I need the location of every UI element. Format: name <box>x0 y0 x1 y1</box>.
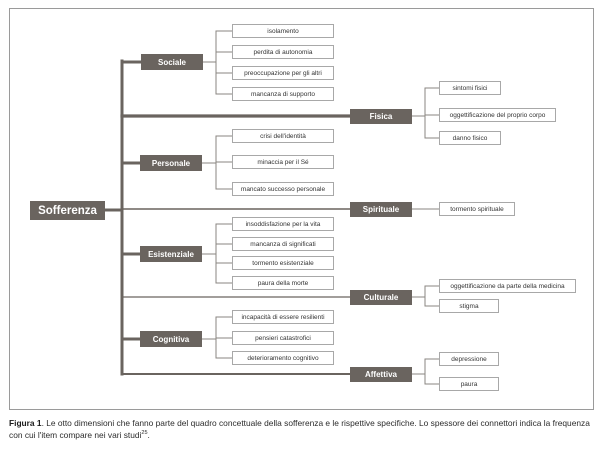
leaf-tormento-esistenziale: tormento esistenziale <box>232 256 334 270</box>
leaf-perdita-di-autonomia: perdita di autonomia <box>232 45 334 59</box>
leaf-tormento-spirituale: tormento spirituale <box>439 202 515 216</box>
leaf-incapacita-di-essere-resilienti: incapacità di essere resilienti <box>232 310 334 324</box>
caption-text: . Le otto dimensioni che fanno parte del… <box>9 418 590 440</box>
leaf-minaccia-per-il-se: minaccia per il Sé <box>232 155 334 169</box>
leaf-depressione: depressione <box>439 352 499 366</box>
category-node-fisica: Fisica <box>350 109 412 124</box>
leaf-preoccupazione-per-gli-altri: preoccupazione per gli altri <box>232 66 334 80</box>
category-node-personale: Personale <box>140 155 202 171</box>
caption-label: Figura 1 <box>9 418 42 428</box>
leaf-isolamento: isolamento <box>232 24 334 38</box>
leaf-mancanza-di-supporto: mancanza di supporto <box>232 87 334 101</box>
category-node-culturale: Culturale <box>350 290 412 305</box>
leaf-oggettificazione-da-parte-della-medicina: oggettificazione da parte della medicina <box>439 279 576 293</box>
category-node-affettiva: Affettiva <box>350 367 412 382</box>
leaf-danno-fisico: danno fisico <box>439 131 501 145</box>
concept-diagram <box>103 30 440 385</box>
leaf-paura: paura <box>439 377 499 391</box>
leaf-paura-della-morte: paura della morte <box>232 276 334 290</box>
figure-caption: Figura 1. Le otto dimensioni che fanno p… <box>9 418 590 440</box>
leaf-insoddisfazione-per-la-vita: insoddisfazione per la vita <box>232 217 334 231</box>
leaf-mancato-successo-personale: mancato successo personale <box>232 182 334 196</box>
leaf-deterioramento-cognitivo: deterioramento cognitivo <box>232 351 334 365</box>
figure-frame: Sofferenza Sociale Fisica Personale Spir… <box>9 8 594 410</box>
leaf-crisi-dell-identita: crisi dell'identità <box>232 129 334 143</box>
caption-reference: 25 <box>141 429 148 436</box>
category-node-sociale: Sociale <box>141 54 203 70</box>
leaf-stigma: stigma <box>439 299 499 313</box>
category-node-esistenziale: Esistenziale <box>140 246 202 262</box>
leaf-mancanza-di-significati: mancanza di significati <box>232 237 334 251</box>
leaf-oggettificazione-del-proprio-corpo: oggettificazione del proprio corpo <box>439 108 556 122</box>
leaf-pensieri-catastrofici: pensieri catastrofici <box>232 331 334 345</box>
category-node-cognitiva: Cognitiva <box>140 331 202 347</box>
category-node-spirituale: Spirituale <box>350 202 412 217</box>
root-node: Sofferenza <box>30 201 105 220</box>
leaf-sintomi-fisici: sintomi fisici <box>439 81 501 95</box>
